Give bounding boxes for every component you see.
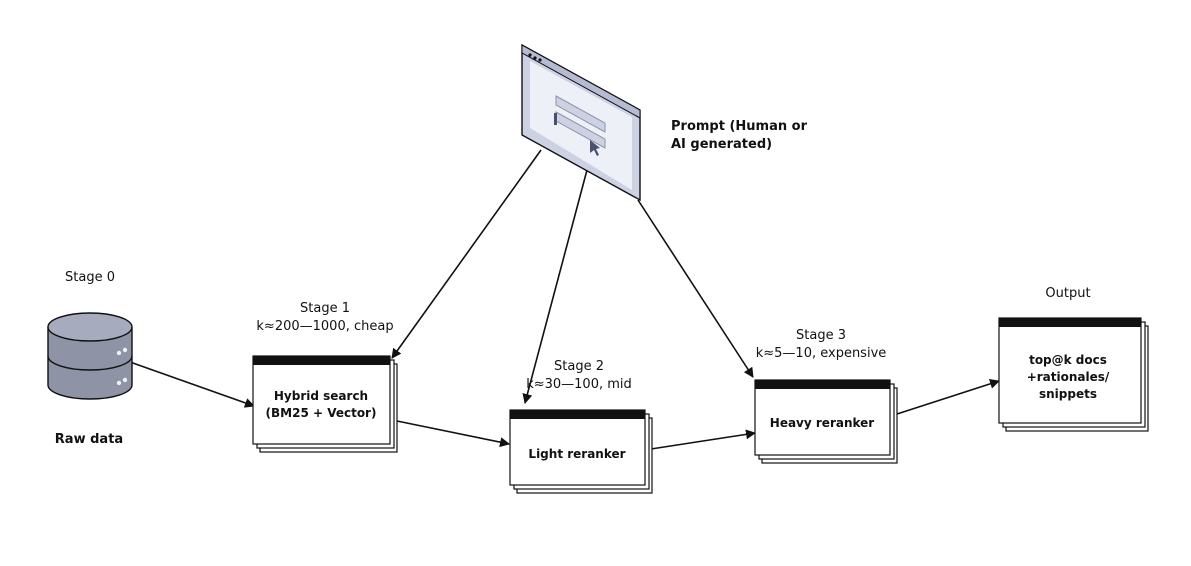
stage2-detail: k≈30—100, mid [526, 377, 632, 392]
output-group: Output top@k docs +rationales/ snippets [998, 286, 1149, 432]
output-label: Output [1045, 286, 1090, 301]
stage2-group: Stage 2 k≈30—100, mid Light reranker [509, 359, 653, 494]
stage3-box-line1: Heavy reranker [770, 416, 875, 430]
prompt-label-line2: AI generated) [671, 137, 772, 152]
stage1-label: Stage 1 [300, 301, 350, 316]
stage0-group: Stage 0 Raw data [47, 270, 133, 447]
stage1-detail: k≈200—1000, cheap [256, 319, 393, 334]
stage2-label: Stage 2 [554, 359, 604, 374]
database-icon [47, 312, 133, 400]
stage1-box-line1: Hybrid search [274, 389, 368, 403]
stage0-caption: Raw data [55, 432, 123, 447]
stage2-box [509, 409, 653, 494]
stage1-group: Stage 1 k≈200—1000, cheap Hybrid search … [252, 301, 398, 453]
stage2-box-line1: Light reranker [528, 447, 625, 461]
arrow-stage3-to-output [896, 379, 1000, 415]
stage3-label: Stage 3 [796, 328, 846, 343]
output-box-line1: top@k docs [1029, 353, 1107, 367]
stage3-group: Stage 3 k≈5—10, expensive Heavy reranker [754, 328, 898, 464]
prompt-label-line1: Prompt (Human or [671, 119, 808, 134]
browser-window-icon [521, 43, 641, 202]
output-box-line3: snippets [1039, 387, 1097, 401]
arrow-db-to-stage1 [129, 361, 255, 408]
output-box-line2: +rationales/ [1027, 370, 1110, 384]
output-box [998, 317, 1149, 432]
arrow-prompt-to-stage1 [391, 149, 542, 359]
arrow-prompt-to-stage2 [522, 169, 588, 404]
stage3-detail: k≈5—10, expensive [756, 346, 887, 361]
prompt-group: Prompt (Human or AI generated) [521, 43, 808, 202]
stage0-label: Stage 0 [65, 270, 115, 285]
arrow-stage2-to-stage3 [650, 429, 756, 450]
stage1-box [252, 355, 398, 453]
stage3-box [754, 379, 898, 464]
connectors [129, 149, 1000, 450]
arrow-prompt-to-stage3 [637, 199, 754, 378]
stage1-box-line2: (BM25 + Vector) [266, 406, 377, 420]
arrow-stage1-to-stage2 [396, 420, 510, 448]
